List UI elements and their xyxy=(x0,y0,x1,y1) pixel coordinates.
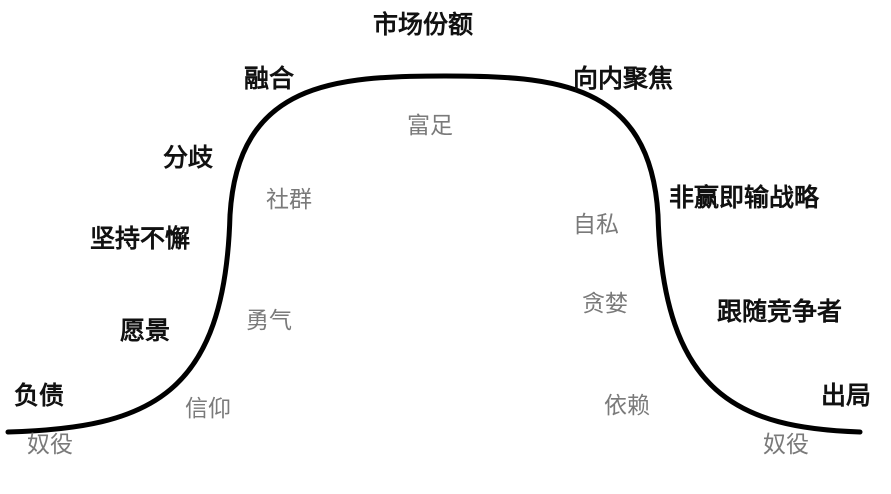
label-win-lose-strategy: 非赢即输战略 xyxy=(669,183,820,212)
label-divergence: 分歧 xyxy=(163,143,214,172)
label-selfishness: 自私 xyxy=(573,212,619,238)
label-vision: 愿景 xyxy=(120,316,171,345)
bell-curve xyxy=(5,73,863,435)
label-community: 社群 xyxy=(266,187,312,213)
label-market-share: 市场份额 xyxy=(373,10,474,39)
label-exit: 出局 xyxy=(821,381,872,410)
label-bondage-left: 奴役 xyxy=(27,432,73,458)
label-follower: 跟随竞争者 xyxy=(717,297,843,326)
label-debt: 负债 xyxy=(14,381,65,410)
label-dependence: 依赖 xyxy=(604,393,650,419)
label-belief: 信仰 xyxy=(185,396,231,422)
label-courage: 勇气 xyxy=(246,308,292,334)
label-persistence: 坚持不懈 xyxy=(90,224,191,253)
label-abundance: 富足 xyxy=(407,113,453,139)
label-bondage-right: 奴役 xyxy=(763,432,809,458)
label-greed: 贪婪 xyxy=(582,291,628,317)
label-inward-focus: 向内聚焦 xyxy=(573,64,674,93)
label-fusion: 融合 xyxy=(244,64,295,93)
